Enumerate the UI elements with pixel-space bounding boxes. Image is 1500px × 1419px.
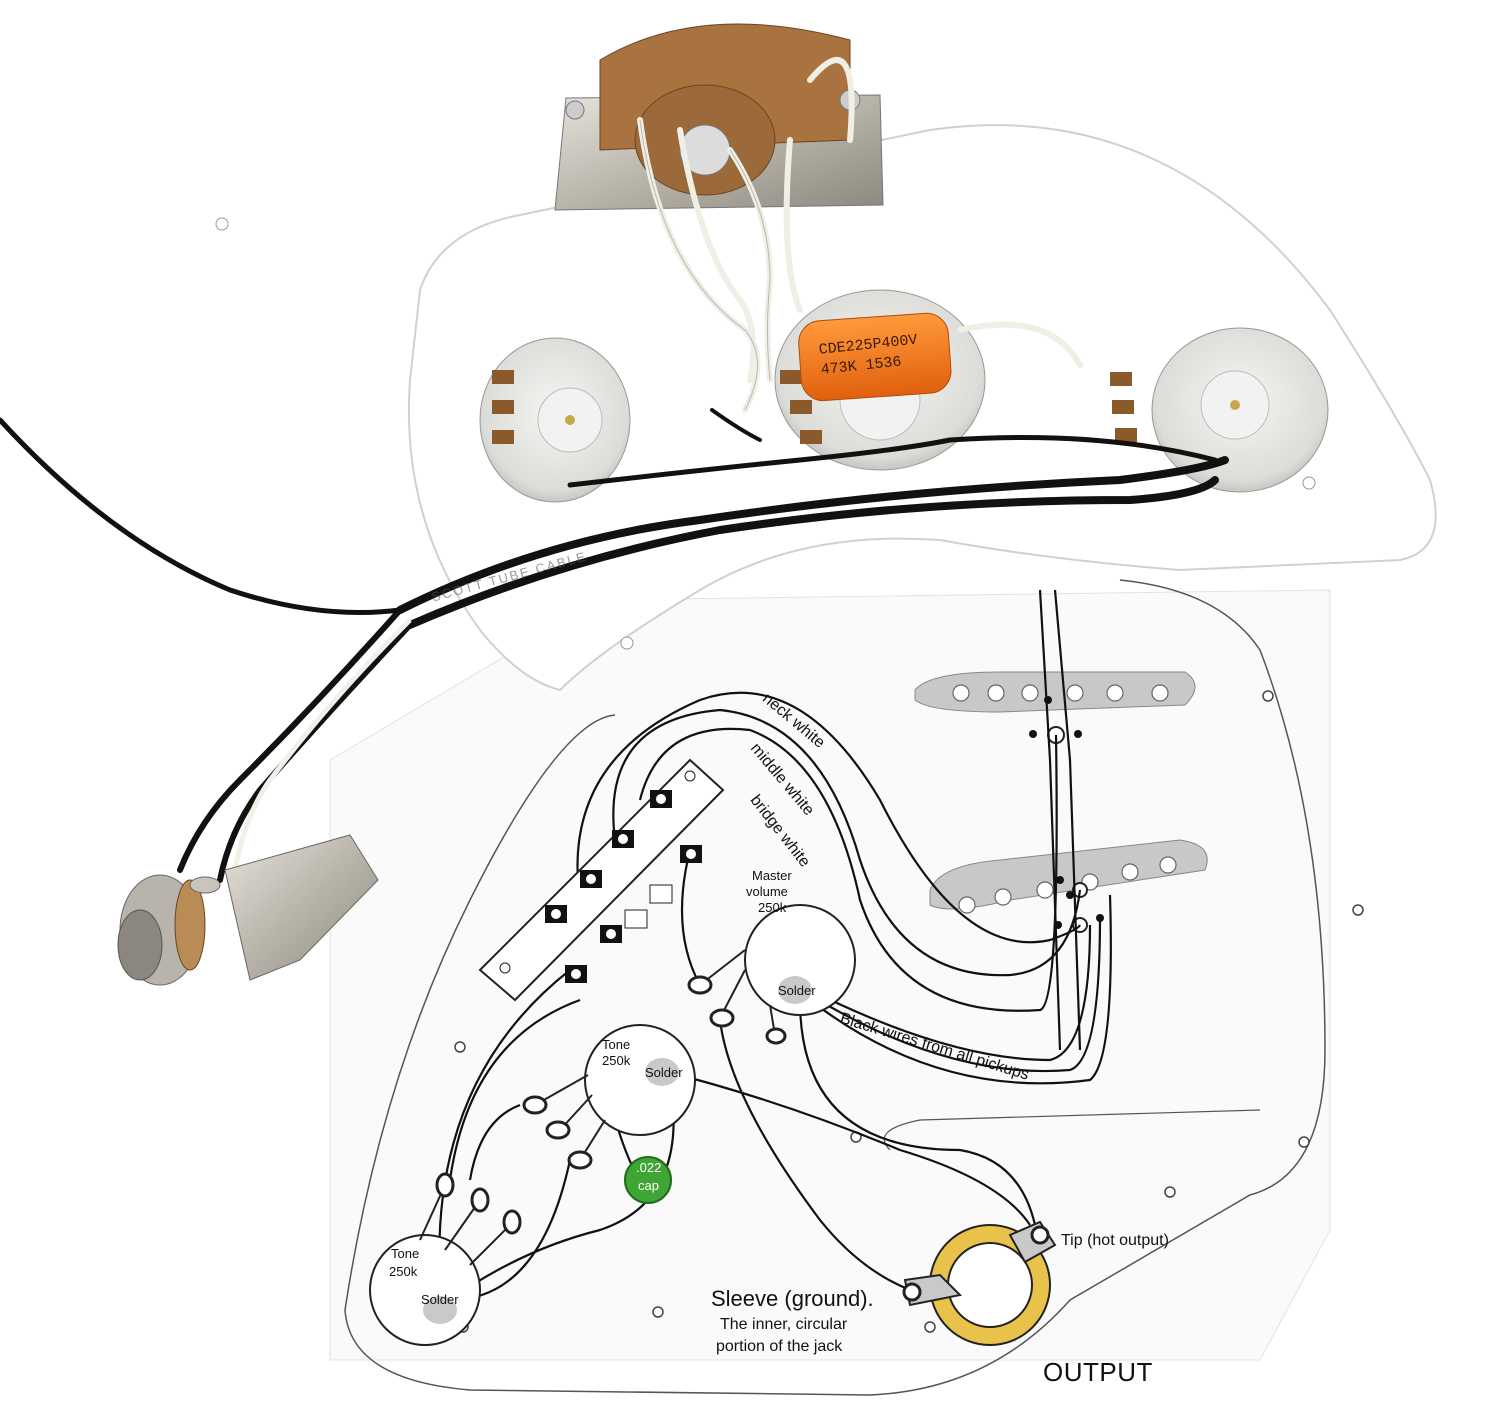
label-cap-unit: cap [638,1178,659,1193]
white-jack-wire [232,618,412,871]
diagram-sheet [329,579,1364,1396]
label-sleeve-desc-1: The inner, circular [720,1316,848,1333]
tone-pot-right [1110,327,1329,493]
label-tone2: Tone [391,1246,420,1261]
label-volume: volume [746,884,788,899]
diagram-master-volume-pot [687,904,856,1045]
label-master-250k: 250k [758,900,787,915]
label-cap-value: .022 [636,1160,662,1175]
diagram-output-jack [902,1220,1057,1346]
white-wire-outline [639,119,771,411]
diagram-pickguard-outline [344,579,1326,1396]
volume-pot [479,337,631,503]
label-tone2-250k: 250k [389,1264,418,1279]
label-sleeve: Sleeve (ground). [711,1286,874,1311]
label-solder-tone2: Solder [421,1292,459,1307]
diagram-5way-switch [478,758,725,1002]
five-way-switch [554,23,884,211]
orange-capacitor [798,312,952,402]
diagram-screw-holes [454,690,1364,1333]
diagram-wires [438,589,1112,1302]
diagram-tone2-pot [369,1172,522,1346]
output-jack [117,834,379,986]
neck-pickup [914,671,1196,713]
label-master: Master [752,868,792,883]
label-sleeve-desc-2: portion of the jack [716,1338,843,1355]
label-output: OUTPUT [1043,1357,1153,1387]
diagram-tone1-pot [522,1024,696,1204]
label-solder-tone1: Solder [645,1065,683,1080]
middle-pickup [929,839,1208,914]
label-tone1: Tone [602,1037,631,1052]
label-tip: Tip (hot output) [1061,1232,1169,1249]
label-tone1-250k: 250k [602,1053,631,1068]
label-solder-master: Solder [778,983,816,998]
pickup-lugs [1029,696,1104,929]
